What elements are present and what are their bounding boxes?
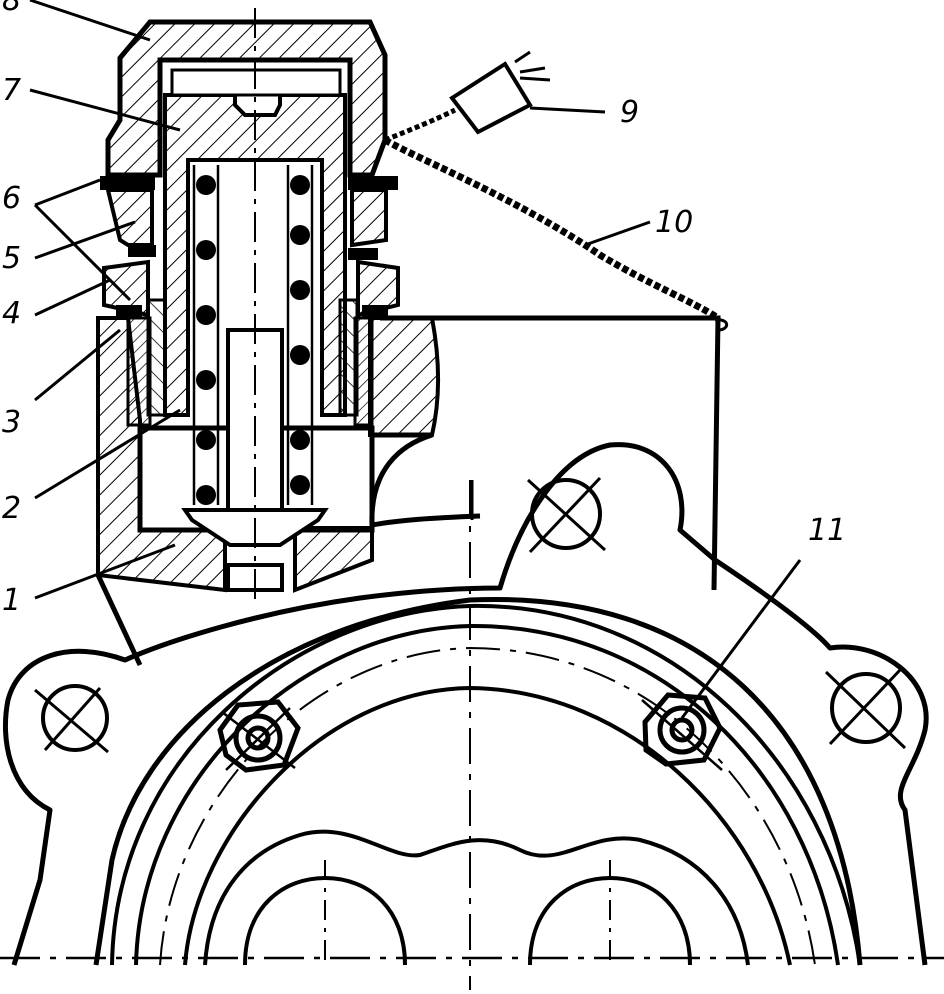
leader-lines xyxy=(29,0,802,719)
gasket-upper-right xyxy=(348,176,398,190)
label-8: 8 xyxy=(2,0,21,18)
nut-4 xyxy=(102,259,400,318)
body-hatch-right xyxy=(368,316,440,437)
seat-hatch xyxy=(293,526,374,593)
label-7: 7 xyxy=(2,73,21,108)
seal-ring-left xyxy=(116,305,142,317)
spring-housing-7 xyxy=(163,93,347,417)
label-3: 3 xyxy=(2,405,21,440)
label-11: 11 xyxy=(808,513,846,548)
lead-seal-9 xyxy=(449,50,551,135)
label-6: 6 xyxy=(2,181,21,216)
gasket-upper-left xyxy=(100,176,155,190)
bolt-holes xyxy=(34,476,907,754)
hex-nuts xyxy=(217,692,723,773)
spring-coils xyxy=(196,175,310,505)
label-10: 10 xyxy=(655,205,693,240)
label-1: 1 xyxy=(2,583,21,618)
label-4: 4 xyxy=(2,296,21,331)
seal-wire-10 xyxy=(383,136,720,321)
side-port xyxy=(369,432,481,528)
flange-housing xyxy=(3,442,929,966)
label-9: 9 xyxy=(620,95,639,130)
gasket-lower-right xyxy=(348,248,378,260)
valve-body-block xyxy=(380,315,729,591)
label-5: 5 xyxy=(2,241,21,276)
spring-outline xyxy=(192,165,314,505)
cover-arcs xyxy=(110,603,862,966)
gasket-lower-left xyxy=(128,245,156,257)
lower-openings xyxy=(243,860,692,966)
nut-5 xyxy=(105,188,388,248)
seal-ring-right xyxy=(362,305,388,317)
label-2: 2 xyxy=(2,491,21,526)
